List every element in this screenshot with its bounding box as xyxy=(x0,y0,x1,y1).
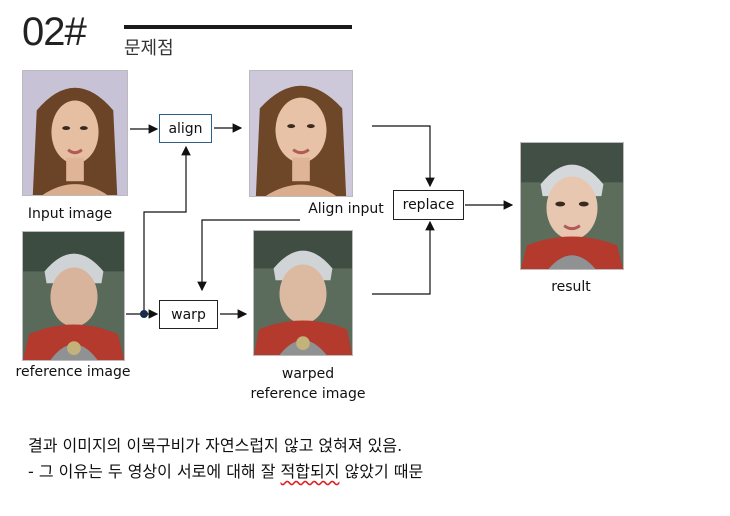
reference-image-caption: reference image xyxy=(15,364,131,380)
aligned-input-photo xyxy=(249,70,353,197)
reference-photo xyxy=(22,231,125,361)
align-step: align xyxy=(159,114,212,143)
warped-caption-line1: warped xyxy=(281,366,335,382)
align-input-caption: Align input xyxy=(308,201,384,217)
note-line-2-suffix: 않았기 때문 xyxy=(339,462,424,481)
warp-step: warp xyxy=(159,300,218,329)
junction-dot xyxy=(140,310,148,318)
note-line-2: - 그 이유는 두 영상이 서로에 대해 잘 적합되지 않았기 때문 xyxy=(28,458,423,482)
header-divider xyxy=(124,25,352,29)
spellcheck-flagged-word: 적합되지 xyxy=(280,462,340,481)
note-line-1: 결과 이미지의 이목구비가 자연스럽지 않고 얹혀져 있음. xyxy=(28,436,403,455)
warped-caption-line2: reference image xyxy=(250,386,366,402)
result-photo xyxy=(520,142,624,270)
result-caption: result xyxy=(551,279,591,295)
warped-reference-photo xyxy=(253,230,353,356)
section-subtitle: 문제점 xyxy=(124,38,174,59)
input-photo xyxy=(22,70,128,196)
section-number: 02# xyxy=(22,10,87,54)
replace-step: replace xyxy=(393,190,464,220)
input-image-caption: Input image xyxy=(27,206,113,222)
note-line-2-prefix: - 그 이유는 두 영상이 서로에 대해 잘 xyxy=(28,462,281,481)
